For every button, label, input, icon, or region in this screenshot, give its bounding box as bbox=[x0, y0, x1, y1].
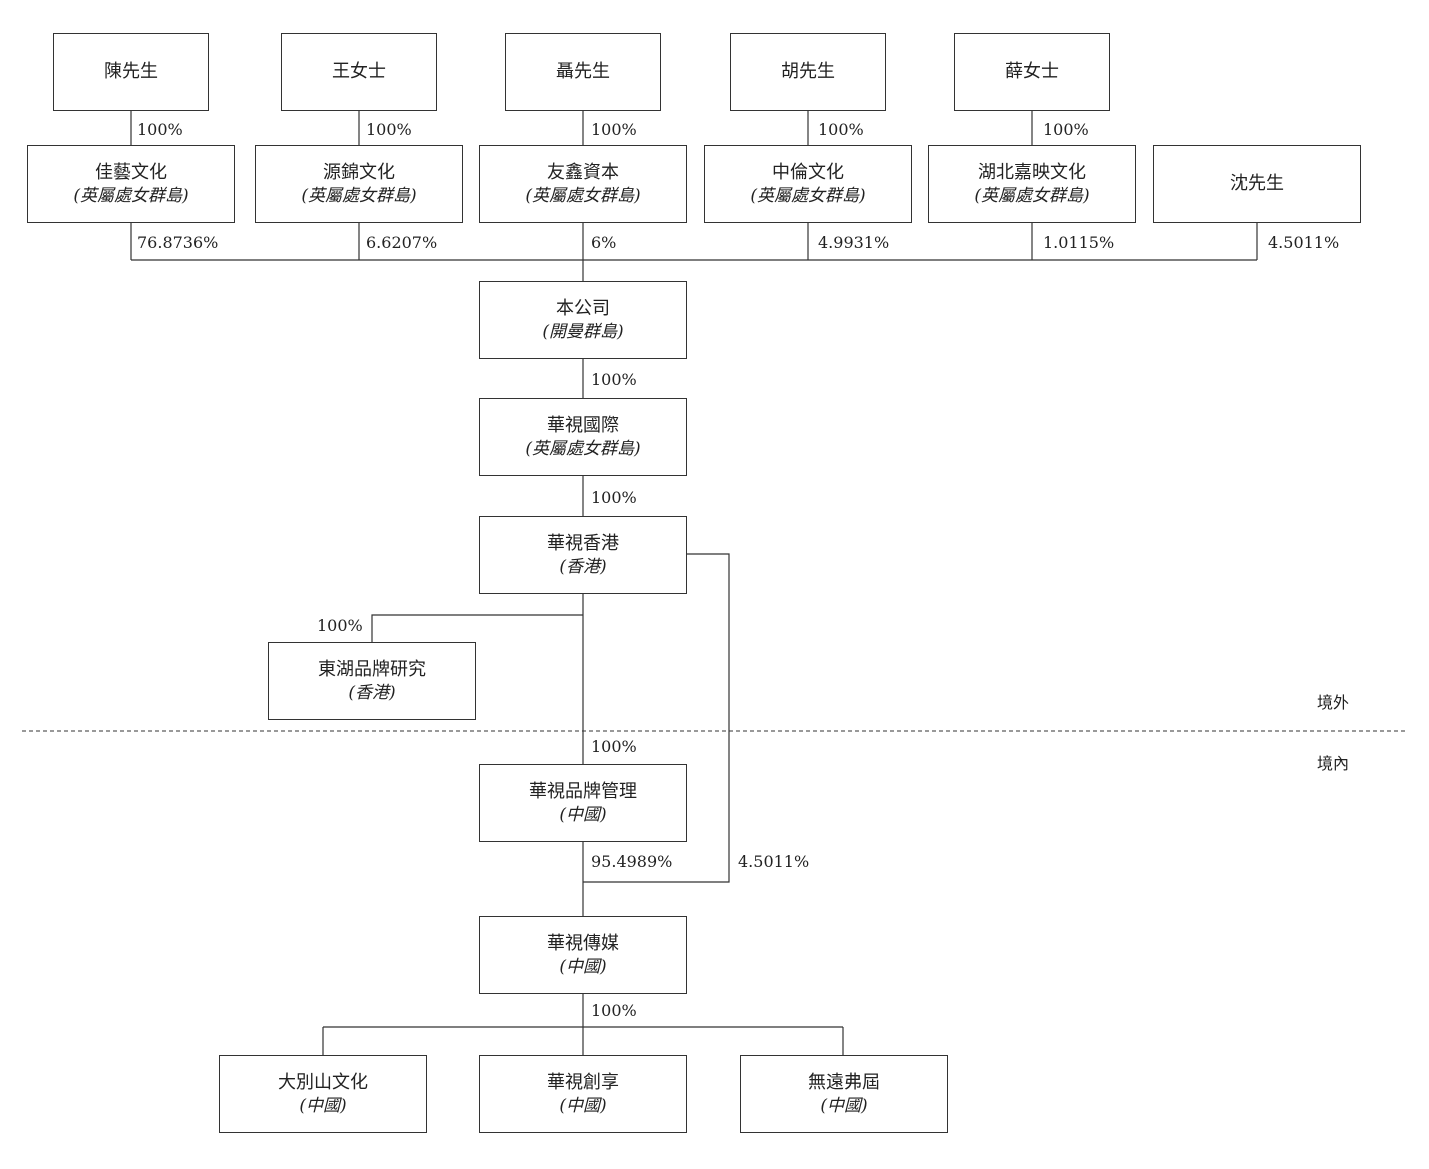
company-box: 本公司 (開曼群島) bbox=[479, 281, 687, 359]
entity-box: 華視品牌管理 (中國) bbox=[479, 764, 687, 842]
ownership-pct: 95.4989% bbox=[591, 852, 673, 871]
stake-pct: 6% bbox=[591, 233, 617, 252]
entity-jurisdiction: (香港) bbox=[348, 682, 396, 703]
entity-name: 本公司 bbox=[556, 297, 610, 319]
shareholder-name: 薛女士 bbox=[1005, 61, 1059, 82]
stake-pct: 76.8736% bbox=[137, 233, 219, 252]
entity-jurisdiction: (英屬處女群島) bbox=[525, 185, 641, 206]
entity-box: 華視香港 (香港) bbox=[479, 516, 687, 594]
entity-name: 華視國際 bbox=[547, 414, 619, 436]
ownership-pct: 100% bbox=[317, 616, 363, 635]
onshore-label: 境內 bbox=[1317, 754, 1350, 773]
entity-name: 華視傳媒 bbox=[547, 932, 619, 954]
entity-name: 華視品牌管理 bbox=[529, 780, 637, 802]
ownership-pct: 100% bbox=[591, 488, 637, 507]
ownership-pct: 100% bbox=[591, 737, 637, 756]
shareholder-box: 聶先生 bbox=[505, 33, 661, 111]
connector-line bbox=[371, 614, 583, 642]
subsidiary-box: 大別山文化 (中國) bbox=[219, 1055, 427, 1133]
entity-jurisdiction: (中國) bbox=[559, 804, 607, 825]
ownership-pct: 100% bbox=[591, 1001, 637, 1020]
entity-box: 東湖品牌研究 (香港) bbox=[268, 642, 476, 720]
offshore-label: 境外 bbox=[1317, 693, 1350, 712]
ownership-pct: 100% bbox=[591, 120, 637, 139]
ownership-pct: 100% bbox=[818, 120, 864, 139]
shareholder-name: 王女士 bbox=[332, 61, 386, 82]
shareholder-box: 薛女士 bbox=[954, 33, 1110, 111]
ownership-pct: 100% bbox=[1043, 120, 1089, 139]
shareholder-box: 王女士 bbox=[281, 33, 437, 111]
entity-box: 華視國際 (英屬處女群島) bbox=[479, 398, 687, 476]
entity-jurisdiction: (英屬處女群島) bbox=[301, 185, 417, 206]
entity-jurisdiction: (中國) bbox=[820, 1095, 868, 1116]
entity-box: 華視傳媒 (中國) bbox=[479, 916, 687, 994]
entity-name: 華視香港 bbox=[547, 532, 619, 554]
ownership-pct: 4.5011% bbox=[738, 852, 810, 871]
entity-name: 源錦文化 bbox=[323, 161, 395, 183]
entity-name: 沈先生 bbox=[1230, 173, 1284, 194]
shareholder-name: 陳先生 bbox=[104, 61, 158, 82]
entity-jurisdiction: (中國) bbox=[299, 1095, 347, 1116]
entity-jurisdiction: (開曼群島) bbox=[542, 321, 624, 342]
connector-line bbox=[583, 553, 730, 883]
holding-entity-box: 源錦文化 (英屬處女群島) bbox=[255, 145, 463, 223]
shareholder-box: 陳先生 bbox=[53, 33, 209, 111]
holding-entity-box: 中倫文化 (英屬處女群島) bbox=[704, 145, 912, 223]
entity-name: 佳藝文化 bbox=[95, 161, 167, 183]
entity-name: 友鑫資本 bbox=[547, 161, 619, 183]
entity-jurisdiction: (英屬處女群島) bbox=[974, 185, 1090, 206]
entity-jurisdiction: (英屬處女群島) bbox=[73, 185, 189, 206]
entity-name: 華視創享 bbox=[547, 1071, 619, 1093]
subsidiary-box: 無遠弗屆 (中國) bbox=[740, 1055, 948, 1133]
holding-entity-box: 沈先生 bbox=[1153, 145, 1361, 223]
holding-entity-box: 湖北嘉映文化 (英屬處女群島) bbox=[928, 145, 1136, 223]
stake-pct: 1.0115% bbox=[1043, 233, 1115, 252]
subsidiary-box: 華視創享 (中國) bbox=[479, 1055, 687, 1133]
stake-pct: 4.5011% bbox=[1268, 233, 1340, 252]
stake-pct: 6.6207% bbox=[366, 233, 438, 252]
entity-name: 無遠弗屆 bbox=[808, 1071, 880, 1093]
ownership-pct: 100% bbox=[366, 120, 412, 139]
ownership-pct: 100% bbox=[137, 120, 183, 139]
holding-entity-box: 佳藝文化 (英屬處女群島) bbox=[27, 145, 235, 223]
entity-jurisdiction: (英屬處女群島) bbox=[750, 185, 866, 206]
entity-name: 東湖品牌研究 bbox=[318, 658, 426, 680]
shareholder-box: 胡先生 bbox=[730, 33, 886, 111]
shareholder-name: 胡先生 bbox=[781, 61, 835, 82]
entity-jurisdiction: (香港) bbox=[559, 556, 607, 577]
entity-jurisdiction: (英屬處女群島) bbox=[525, 438, 641, 459]
ownership-pct: 100% bbox=[591, 370, 637, 389]
shareholder-name: 聶先生 bbox=[556, 61, 610, 82]
entity-name: 大別山文化 bbox=[278, 1071, 368, 1093]
entity-name: 湖北嘉映文化 bbox=[978, 161, 1086, 183]
entity-name: 中倫文化 bbox=[772, 161, 844, 183]
stake-pct: 4.9931% bbox=[818, 233, 890, 252]
entity-jurisdiction: (中國) bbox=[559, 1095, 607, 1116]
entity-jurisdiction: (中國) bbox=[559, 956, 607, 977]
holding-entity-box: 友鑫資本 (英屬處女群島) bbox=[479, 145, 687, 223]
